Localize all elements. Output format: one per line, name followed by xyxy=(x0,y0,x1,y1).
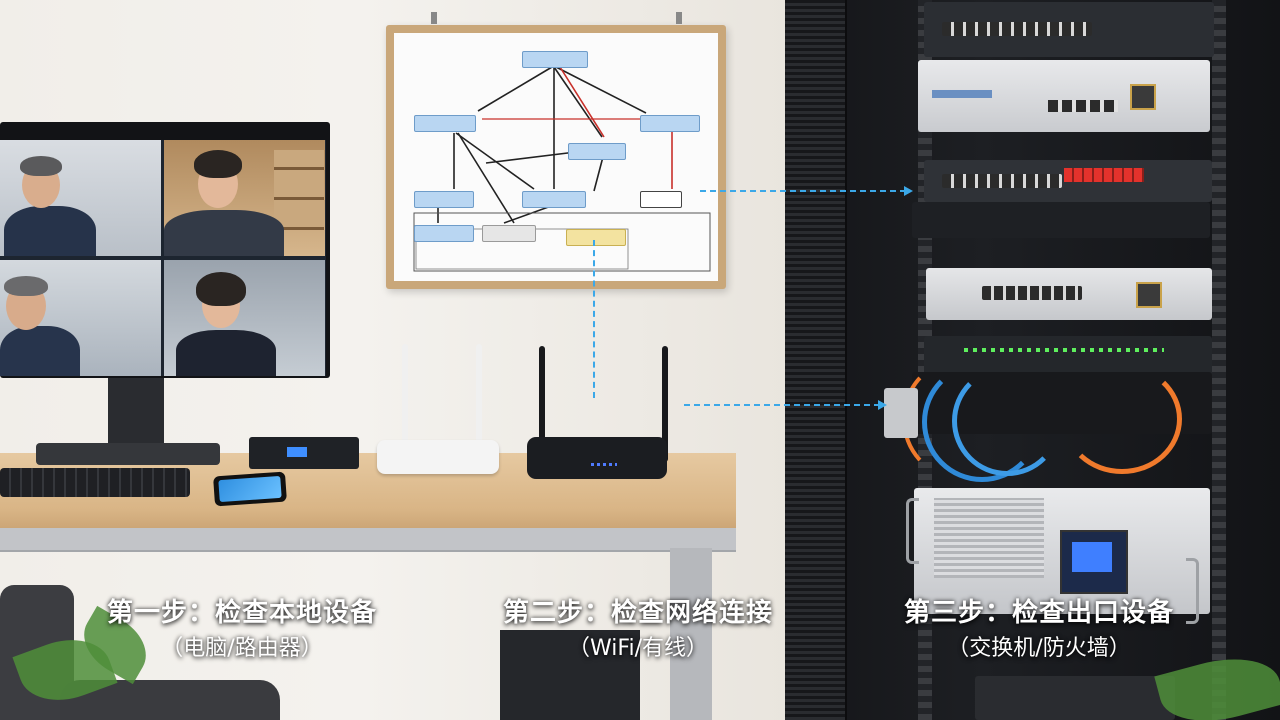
connector-arrow-icon xyxy=(904,186,913,196)
rack-router-silver xyxy=(918,60,1210,132)
call-tile-2 xyxy=(164,140,325,256)
rack-switch-silver xyxy=(926,268,1212,320)
rack-ups xyxy=(975,676,1175,720)
rack-switch-top xyxy=(924,2,1214,57)
network-diagram-icon xyxy=(394,33,718,281)
smartphone xyxy=(213,471,287,507)
rack-bracket xyxy=(884,388,918,438)
router-antenna xyxy=(476,344,482,444)
rack-shelf xyxy=(912,202,1210,238)
cable-bundle xyxy=(902,360,1212,482)
monitor-stand xyxy=(108,378,164,448)
rack-door-mesh xyxy=(785,0,847,720)
router-antenna xyxy=(662,346,668,462)
connector-line xyxy=(700,190,906,192)
keyboard xyxy=(0,468,190,497)
desktop-pc xyxy=(500,630,640,720)
router-antenna xyxy=(402,344,408,444)
rack-patch-panel xyxy=(924,160,1212,202)
step2-subtitle: （WiFi/有线） xyxy=(568,636,708,661)
video-call-screen xyxy=(0,140,326,376)
network-diagram-frame xyxy=(386,25,726,289)
router-icon xyxy=(377,440,499,474)
call-tile-3 xyxy=(0,260,161,376)
step1-subtitle: （电脑/路由器） xyxy=(161,636,323,661)
step3-title: 第三步：检查出口设备 xyxy=(903,598,1175,628)
step1-title: 第一步：检查本地设备 xyxy=(106,598,378,628)
connector-arrow-icon xyxy=(878,400,887,410)
connector-line xyxy=(684,404,880,406)
frame-hook-left xyxy=(431,12,437,24)
call-tile-4 xyxy=(164,260,325,376)
monitor-base xyxy=(36,443,220,465)
router-icon xyxy=(527,437,667,479)
desk-frame xyxy=(0,528,736,552)
connector-line xyxy=(593,240,595,398)
firewall-appliance xyxy=(906,488,1210,624)
desk-leg xyxy=(670,548,712,720)
call-tile-1 xyxy=(0,140,161,256)
step2-title: 第二步：检查网络连接 xyxy=(502,598,774,628)
monitor-icon xyxy=(0,122,330,378)
rack-rail-right xyxy=(1212,0,1226,720)
frame-hook-right xyxy=(676,12,682,24)
network-box xyxy=(249,437,359,469)
router-antenna xyxy=(539,346,545,446)
step3-subtitle: （交换机/防火墙） xyxy=(947,636,1131,661)
